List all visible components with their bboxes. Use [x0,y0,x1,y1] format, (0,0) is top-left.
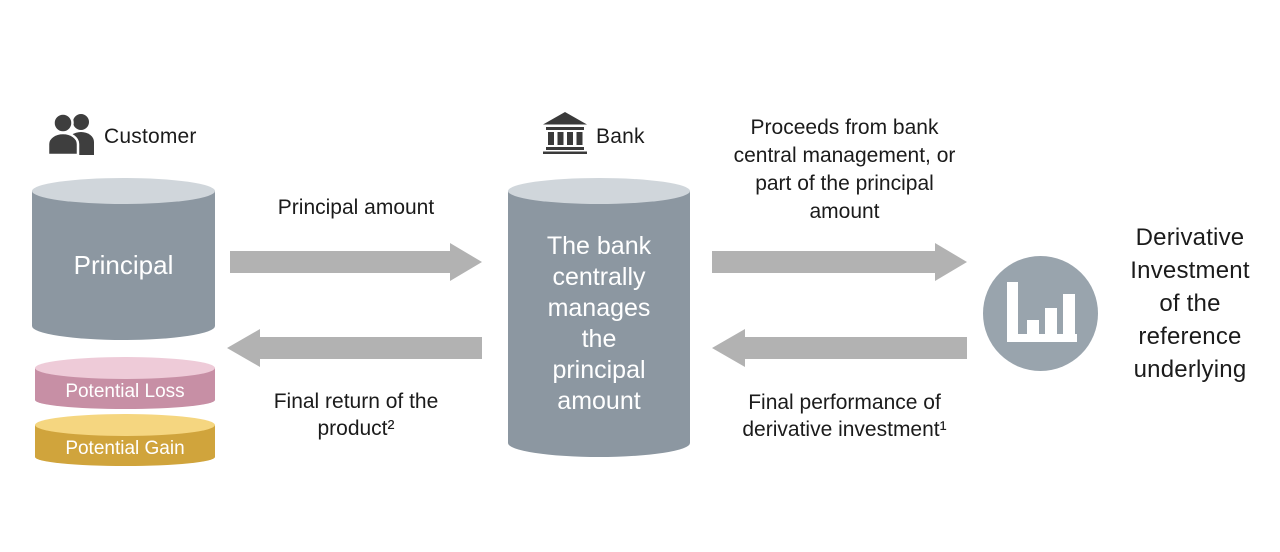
bank-icon [543,112,587,154]
proceeds-label: Proceeds from bank central management, o… [733,116,956,223]
bank-cylinder: The bank centrally manages the principal… [508,178,690,457]
potential-loss-label: Potential Loss [65,380,185,402]
bank-label: Bank [596,125,645,148]
arrow-left-final-return [227,329,482,367]
principal-cylinder-top [32,178,215,204]
customer-label: Customer [104,125,197,148]
potential-gain-label: Potential Gain [65,437,185,459]
bank-cylinder-top [508,178,690,204]
derivative-circle [983,256,1098,371]
potential-loss-cylinder: Potential Loss [35,357,215,409]
final-performance-label: Final performance of derivative investme… [742,391,947,441]
potential-gain-cylinder: Potential Gain [35,414,215,466]
principal-cylinder-body: Principal [32,191,215,340]
principal-amount-label: Principal amount [277,196,435,219]
bar-chart-icon [1007,282,1077,342]
principal-cylinder: Principal [32,178,215,340]
principal-label: Principal [73,250,174,280]
arrow-left-final-performance [712,329,967,367]
final-return-label: Final return of the product² [273,390,439,440]
potential-gain-top [35,414,215,436]
people-icon [46,110,96,157]
arrow-right-principal-amount [230,243,482,281]
arrow-right-proceeds [712,243,967,281]
derivative-label: Derivative Investment of the reference u… [1130,224,1250,383]
potential-loss-top [35,357,215,379]
bank-cylinder-body: The bank centrally manages the principal… [508,191,690,457]
bank-cylinder-label: The bank centrally manages the principal… [546,232,652,415]
